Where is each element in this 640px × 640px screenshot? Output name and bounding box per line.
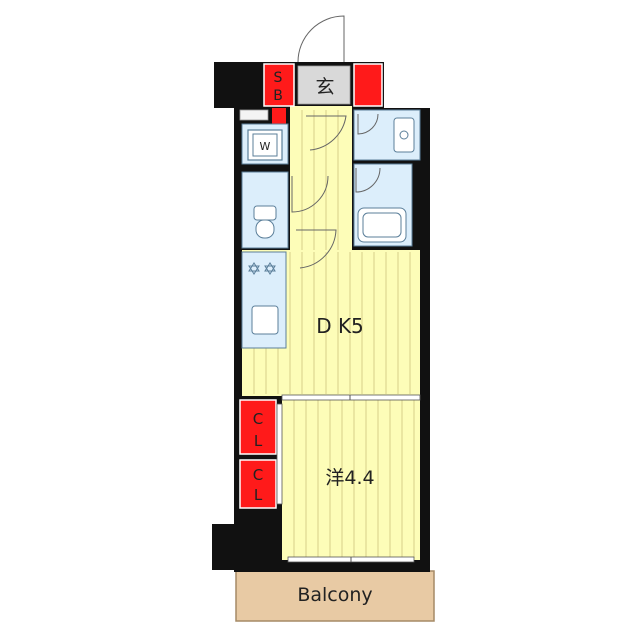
front-door [297, 15, 345, 63]
burner-icon [248, 262, 276, 275]
washbasin-icon [393, 117, 415, 153]
bathtub-icon [357, 207, 407, 243]
western-floor [282, 398, 420, 560]
room-partition [281, 394, 421, 401]
western-room-label: 洋4.4 [325, 467, 374, 489]
entrance-label: 玄 [315, 76, 334, 98]
closet-1-label-bottom: L [254, 432, 263, 450]
washer-icon [247, 129, 283, 161]
balcony-label: Balcony [297, 584, 372, 606]
closet-1-label-top: C [253, 410, 263, 428]
closet-2-label-bottom: L [254, 486, 263, 504]
closet-doors [276, 403, 283, 505]
shoe-box [263, 63, 295, 107]
lower-left-wall [212, 524, 242, 570]
corridor-floor [290, 106, 352, 252]
shoe-box-label-top: S [274, 70, 283, 86]
sink-icon [251, 305, 279, 335]
dk-label: D K5 [316, 314, 364, 338]
closet-2 [239, 459, 277, 509]
entrance-floor [297, 65, 351, 105]
washer-label: W [260, 140, 271, 153]
small-storage [272, 108, 286, 124]
pipe-space [239, 109, 269, 121]
shoe-box-label-bottom: B [273, 88, 283, 104]
entrance-storage [353, 63, 383, 107]
closet-2-label-top: C [253, 466, 263, 484]
toilet-icon [253, 205, 277, 239]
closet-1 [239, 399, 277, 455]
balcony-area [235, 570, 435, 622]
